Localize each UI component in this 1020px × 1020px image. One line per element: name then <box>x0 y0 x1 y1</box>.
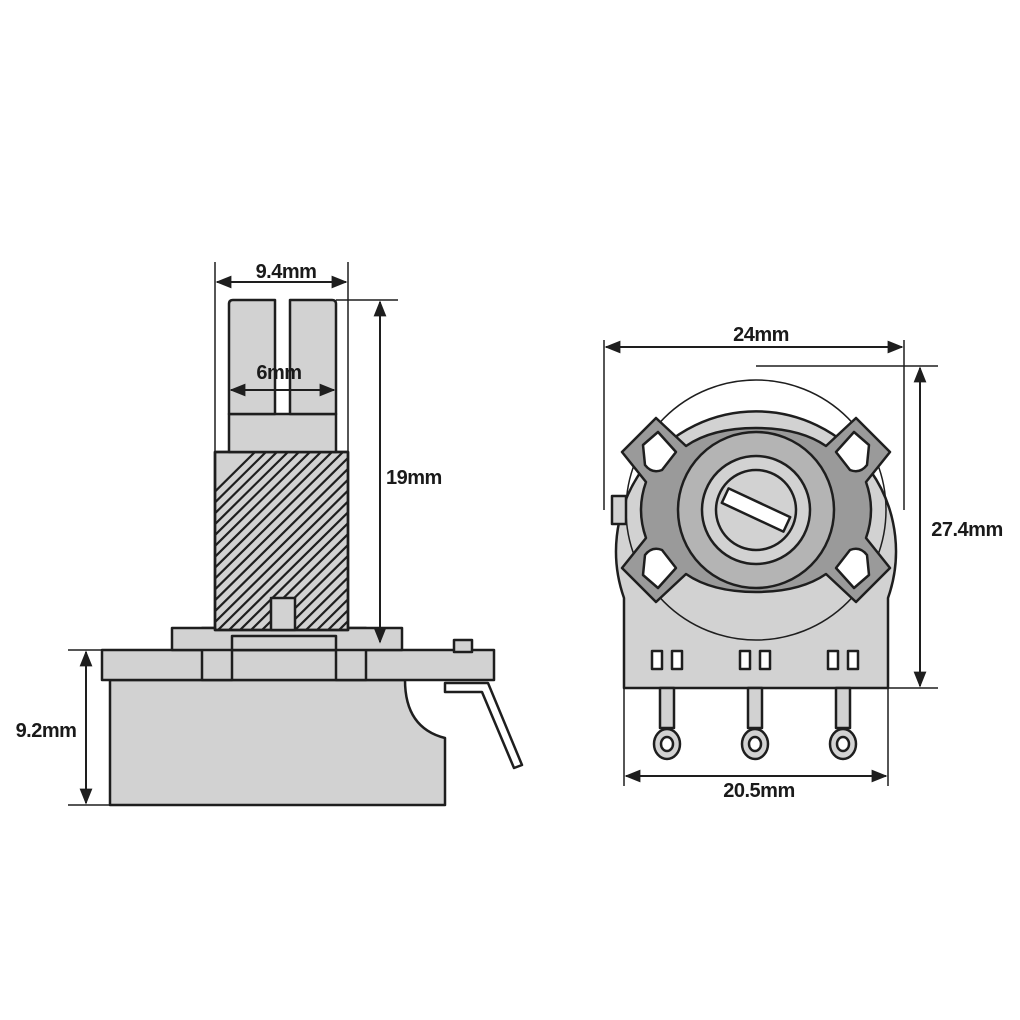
rotor-hole-top-left <box>641 430 678 473</box>
front-view: 24mm 27.4mm 20.5mm <box>603 324 1003 802</box>
thread-line <box>272 554 348 630</box>
dim-label-shaft-width: 9.4mm <box>256 261 317 283</box>
thread-line <box>294 576 348 630</box>
side-body <box>108 678 447 807</box>
mounting-plate <box>100 648 496 682</box>
thread-line <box>283 565 348 630</box>
thread-line <box>215 452 289 526</box>
rotor-hole-bottom-left <box>641 547 678 590</box>
thread-line <box>217 499 348 630</box>
side-view: 9.4mm 6mm 19mm 9.2mm <box>16 261 524 807</box>
terminal-pin-middle <box>740 686 770 761</box>
dim-label-slot-width: 6mm <box>256 362 301 384</box>
thread-line <box>215 452 300 537</box>
dim-label-total-height: 27.4mm <box>931 519 1003 541</box>
side-terminal-tab <box>452 638 474 654</box>
screw-slot <box>720 487 792 533</box>
thread-line <box>215 489 348 624</box>
side-terminal-lug <box>443 681 524 770</box>
shaft-finger-right <box>288 298 338 416</box>
terminal-pin-left <box>652 686 682 761</box>
terminal-window <box>670 649 684 671</box>
thread-line <box>228 510 348 630</box>
shaft-key <box>269 596 297 632</box>
thread-line <box>215 452 311 548</box>
thread-line <box>215 467 348 602</box>
thread-line <box>215 452 333 570</box>
terminal-window <box>738 649 752 671</box>
terminal-windows <box>650 649 860 671</box>
dim-label-shaft-length: 19mm <box>386 467 442 489</box>
thread-line <box>215 452 267 504</box>
terminal-window <box>758 649 772 671</box>
dim-label-pin-span: 20.5mm <box>723 780 795 802</box>
bushing-inner <box>230 634 338 652</box>
thread-line <box>215 452 256 494</box>
thread-line <box>215 478 348 613</box>
terminal-pin-right <box>828 686 858 761</box>
side-notch <box>610 494 628 526</box>
terminal-window <box>846 649 860 671</box>
shaft-finger-left <box>227 298 277 416</box>
terminal-pins <box>652 686 858 761</box>
thread-line <box>305 586 348 630</box>
rotor-hole-bottom-right <box>834 547 871 590</box>
shaft-collar <box>227 412 338 454</box>
thread-line <box>215 456 348 592</box>
thread-line <box>215 452 278 515</box>
terminal-window <box>650 649 664 671</box>
dim-label-body-diameter: 24mm <box>733 324 789 346</box>
thread-line <box>215 452 344 581</box>
rotor-hole-top-right <box>834 430 871 473</box>
thread-line <box>215 452 322 559</box>
terminal-window <box>826 649 840 671</box>
dim-label-body-height: 9.2mm <box>16 720 77 742</box>
